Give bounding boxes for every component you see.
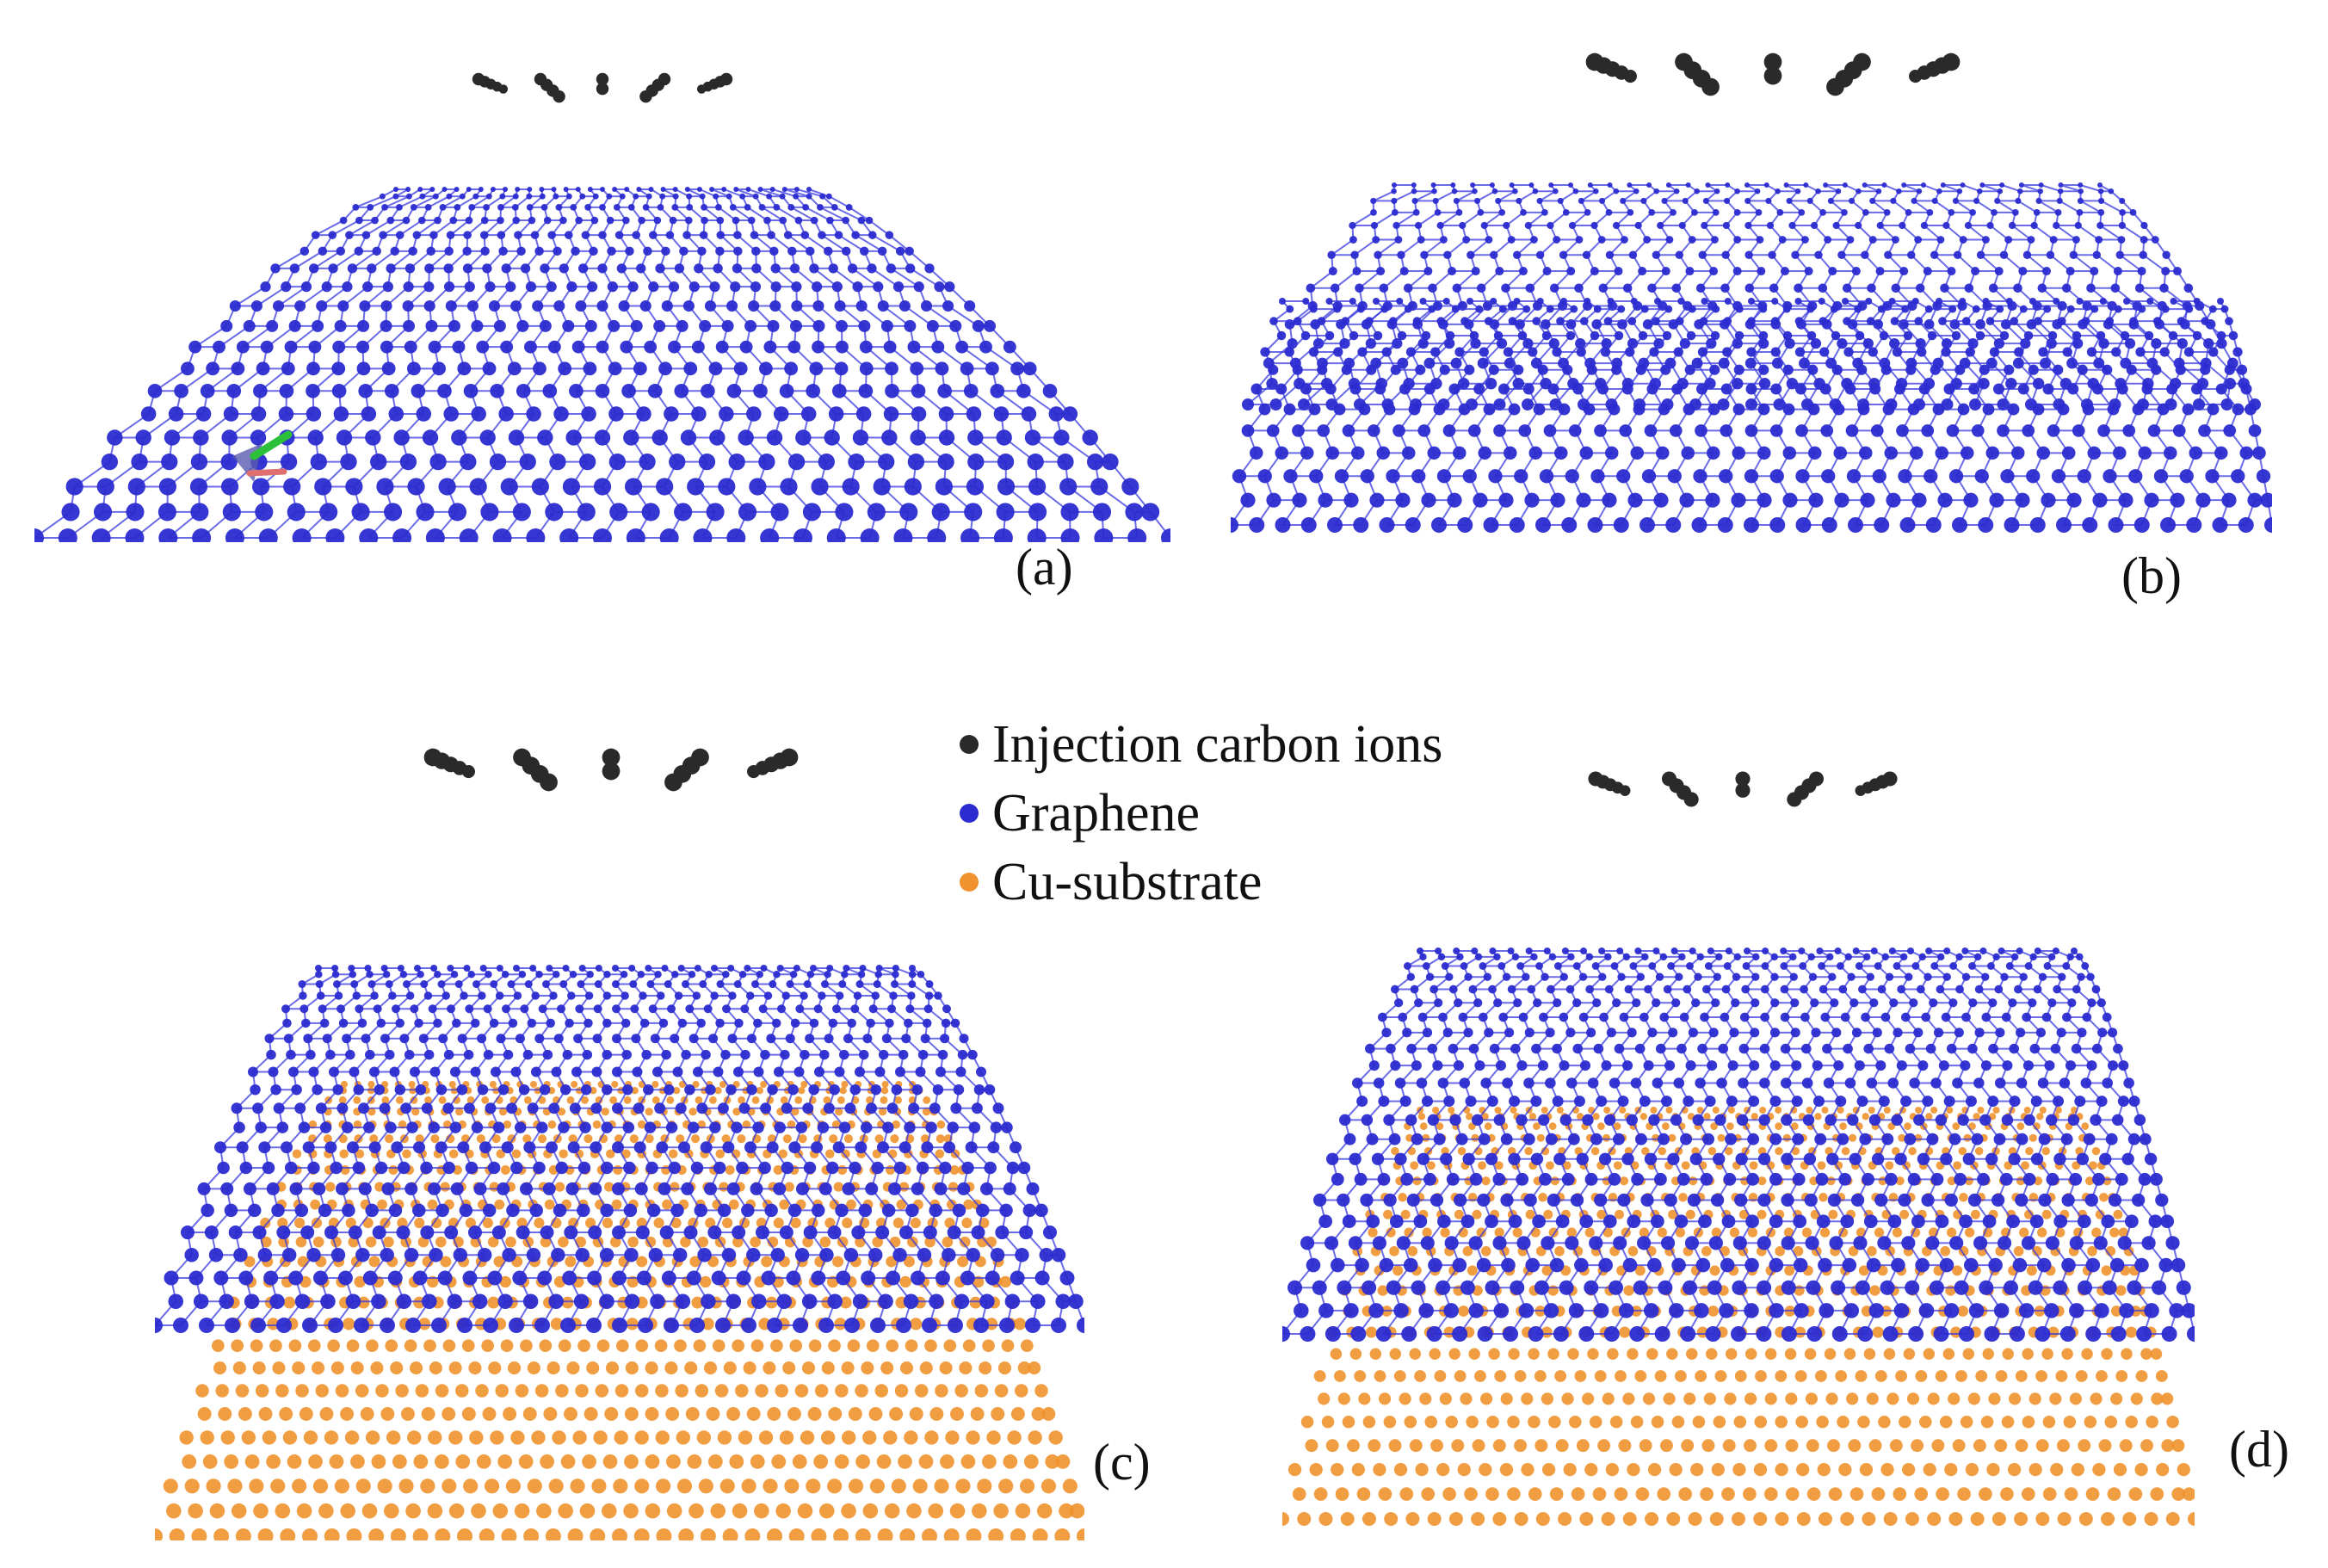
- carbon-ion: [639, 90, 652, 103]
- panel-b: [1231, 43, 2272, 534]
- graphene-atoms: [155, 965, 1084, 1333]
- carbon-ion-cluster: [1661, 771, 1699, 807]
- carbon-ion: [1909, 69, 1923, 83]
- carbon-ion: [1735, 771, 1751, 787]
- legend-item-graphene: Graphene: [960, 779, 1442, 848]
- legend-label: Graphene: [992, 783, 1200, 843]
- cu-substrate-block: [1282, 1107, 2195, 1526]
- carbon-ion-cluster: [639, 72, 671, 103]
- carbon-ion-cluster: [1909, 52, 1961, 83]
- legend-label: Injection carbon ions: [992, 714, 1443, 774]
- carbon-ion-cluster: [1787, 771, 1825, 807]
- carbon-ion-sprays: [423, 748, 799, 792]
- graphene-layer-upper: [1242, 182, 2261, 411]
- carbon-ion-cluster: [1585, 52, 1637, 83]
- panel-c: [155, 723, 1084, 1540]
- carbon-ion: [696, 84, 707, 94]
- carbon-ion: [1701, 77, 1720, 96]
- cu-atoms: [1282, 1107, 2195, 1526]
- carbon-ion-cluster: [472, 72, 509, 94]
- panel-a-scene: [34, 72, 1170, 542]
- carbon-ion: [498, 84, 509, 94]
- carbon-ion-cluster: [513, 748, 558, 792]
- carbon-ion-sprays: [472, 72, 733, 103]
- carbon-ion: [1787, 792, 1802, 807]
- carbon-ion-cluster: [534, 72, 565, 103]
- carbon-ion: [1763, 52, 1782, 71]
- panel-d-scene: [1282, 771, 2195, 1526]
- legend-item-cu-substrate: Cu-substrate: [960, 848, 1442, 917]
- carbon-ion-cluster: [696, 72, 733, 94]
- carbon-ion-cluster: [1735, 771, 1751, 798]
- carbon-ion: [602, 748, 621, 767]
- graphene-swatch: [960, 804, 979, 823]
- carbon-ion-cluster: [423, 748, 475, 779]
- carbon-ion: [553, 90, 565, 103]
- graphene-sheet: [34, 187, 1170, 542]
- carbon-ion-swatch: [960, 735, 979, 754]
- carbon-ion: [1623, 69, 1637, 83]
- legend-label: Cu-substrate: [992, 852, 1263, 911]
- carbon-ion: [664, 773, 682, 792]
- carbon-ion: [1619, 785, 1631, 796]
- panel-d: [1282, 740, 2195, 1532]
- carbon-ion: [596, 72, 609, 86]
- graphene-sheet: [1282, 948, 2195, 1342]
- carbon-ion-cluster: [747, 748, 799, 779]
- carbon-ion-cluster: [1826, 52, 1871, 96]
- carbon-ion: [747, 764, 761, 779]
- carbon-ion: [1855, 785, 1867, 796]
- panel-label-c: (c): [1093, 1434, 1151, 1491]
- panel-label-a: (a): [1016, 539, 1073, 596]
- carbon-ion-sprays: [1588, 771, 1898, 807]
- carbon-ion-cluster: [1763, 52, 1782, 85]
- legend: Injection carbon ions Graphene Cu-substr…: [960, 710, 1442, 917]
- carbon-ion-cluster: [1855, 771, 1898, 796]
- carbon-ion: [596, 83, 609, 96]
- graphene-atoms: [1231, 298, 2272, 533]
- carbon-ion-cluster: [1675, 52, 1720, 96]
- carbon-ion: [1763, 66, 1782, 85]
- carbon-ion: [1683, 792, 1699, 807]
- graphene-layer-lower: [1231, 298, 2272, 533]
- panel-a: [34, 52, 1170, 542]
- graphene-sheet: [155, 965, 1084, 1333]
- carbon-ion: [540, 773, 558, 792]
- graphene-atoms: [34, 187, 1170, 542]
- carbon-ion-cluster: [1588, 771, 1631, 796]
- carbon-ion-cluster: [602, 748, 621, 781]
- cu-substrate-swatch: [960, 873, 979, 892]
- carbon-ion: [461, 764, 475, 779]
- panel-b-scene: [1231, 52, 2272, 533]
- carbon-ion-cluster: [596, 72, 609, 96]
- carbon-ion-sprays: [1585, 52, 1961, 96]
- graphene-atoms: [1282, 948, 2195, 1342]
- panel-label-b: (b): [2121, 547, 2182, 604]
- carbon-ion: [1826, 77, 1844, 96]
- carbon-ion: [1735, 782, 1751, 798]
- axis-triad-icon: [232, 430, 293, 482]
- carbon-ion: [602, 762, 621, 781]
- panel-c-scene: [155, 748, 1084, 1540]
- legend-item-carbon-ions: Injection carbon ions: [960, 710, 1442, 779]
- panel-label-d: (d): [2229, 1421, 2289, 1478]
- graphene-atoms: [1242, 182, 2261, 411]
- carbon-ion-cluster: [664, 748, 709, 792]
